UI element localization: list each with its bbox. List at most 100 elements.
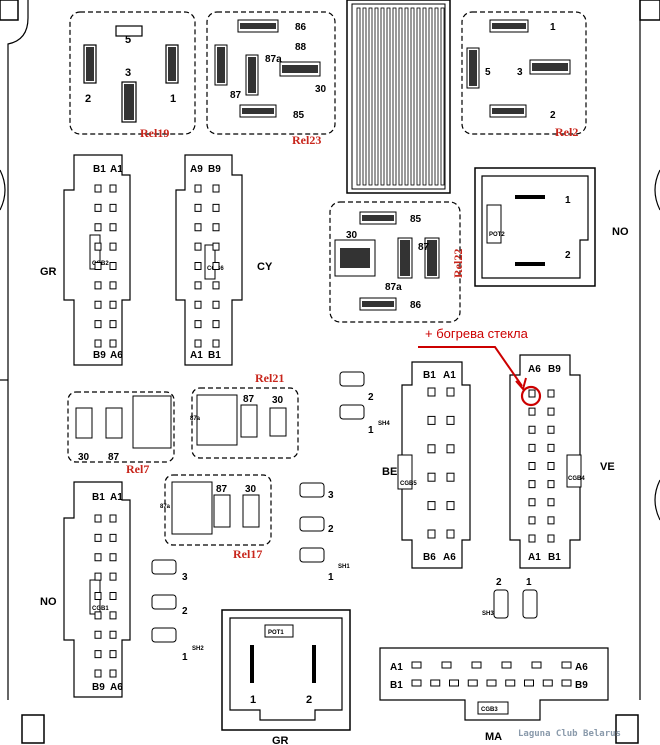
rel21-pin-87a: 87a (190, 416, 201, 422)
gr-pin-a1: A1 (110, 164, 123, 175)
pin-cavity (531, 661, 542, 669)
pin-cavity (411, 661, 422, 669)
rel23-pin-87a: 87a (265, 54, 282, 65)
sh3-name: SH3 (482, 611, 494, 617)
pin-cavity (94, 572, 102, 581)
no-bottom-pin-b9: B9 (92, 682, 105, 693)
pin-cavity (194, 300, 202, 309)
pin-cavity (109, 630, 117, 639)
ma-pin-a1: A1 (390, 662, 403, 673)
pin-cavity (212, 339, 220, 348)
rel22-pin-87: 87 (418, 242, 430, 253)
pin-cavity (561, 661, 572, 669)
relay-rel2: 1 5 3 2 Rel2 (461, 11, 587, 139)
no-top-name: NO (612, 226, 629, 238)
pin-cavity (430, 679, 441, 687)
cy-pin-a9: A9 (190, 164, 203, 175)
pin-cavity (446, 387, 455, 397)
pin-cavity (94, 242, 102, 251)
pin-cavity (94, 592, 102, 600)
gr-pin-a6: A6 (110, 350, 123, 361)
no-bottom-pin-a6: A6 (110, 682, 123, 693)
sh4-pin-2: 2 (368, 392, 374, 403)
pin-cavity (109, 203, 117, 212)
rel2-label: Rel2 (555, 125, 578, 139)
pin-cavity (441, 661, 452, 669)
rel23-pin-85: 85 (293, 110, 305, 121)
be-pin-a1: A1 (443, 370, 456, 381)
pin-cavity (194, 320, 202, 329)
pin-cavity (427, 501, 436, 511)
rel23-pin-88: 88 (295, 42, 307, 53)
connector-cy: A9 B9 A1 B1 CGB6 CY (175, 154, 273, 366)
rel22-pin-85: 85 (410, 214, 422, 225)
sh2-pin-2: 2 (182, 606, 188, 617)
cy-pin-a1: A1 (190, 350, 203, 361)
pin-cavity (109, 669, 117, 678)
pin-cavity (94, 553, 102, 562)
sh3-pin-2: 2 (496, 577, 502, 588)
pin-cavity (446, 529, 455, 539)
cy-name: CY (257, 261, 273, 273)
pin-cavity (212, 320, 220, 329)
rel22-label: Rel22 (451, 249, 465, 278)
pin-cavity (411, 679, 422, 687)
pin-cavity (547, 480, 555, 489)
no-bottom-pin-a1: A1 (110, 492, 123, 503)
pin-cavity (467, 679, 478, 687)
rel22-pin-30: 30 (346, 230, 358, 241)
ve-pin-a6: A6 (528, 364, 541, 375)
ma-code: CGB3 (481, 707, 498, 713)
pin-cavity (94, 611, 102, 620)
shunt-sh4: 2 1 SH4 (339, 371, 390, 436)
pin-cavity (194, 339, 202, 348)
rel21-label: Rel21 (255, 371, 284, 385)
pin-cavity (547, 498, 555, 507)
pin-cavity (212, 223, 220, 232)
pin-cavity (212, 242, 220, 251)
pin-cavity (194, 242, 202, 251)
pin-cavity (94, 320, 102, 329)
connector-ve: A6 B9 A1 B1 CGB4 VE (509, 354, 615, 569)
pin-cavity (212, 281, 220, 290)
rel23-pin-87: 87 (230, 90, 242, 101)
pin-cavity (528, 407, 536, 416)
pin-cavity (109, 320, 117, 329)
pin-cavity (547, 407, 555, 416)
pin-cavity (547, 389, 555, 398)
be-pin-b1: B1 (423, 370, 436, 381)
pin-cavity (486, 679, 497, 687)
pin-cavity (427, 529, 436, 539)
cy-pin-b1: B1 (208, 350, 221, 361)
pin-cavity (528, 443, 536, 452)
sh4-name: SH4 (378, 421, 390, 427)
pin-cavity (471, 661, 482, 669)
pin-cavity (212, 262, 220, 270)
rel19-pin-2: 2 (85, 93, 91, 105)
connector-pin-cavities (94, 184, 572, 687)
sh2-name: SH2 (192, 646, 204, 652)
pin-cavity (109, 592, 117, 600)
pin-cavity (446, 444, 455, 454)
annotation: + богрева стекла (418, 326, 529, 392)
pin-cavity (94, 300, 102, 309)
rel19-pin-5: 5 (125, 34, 131, 46)
pin-cavity (427, 472, 436, 482)
rel2-pin-2: 2 (550, 110, 556, 121)
gr-pin-b9: B9 (93, 350, 106, 361)
relay-rel7: 30 87 Rel7 (67, 391, 175, 476)
relay-rel23: 86 88 87a 87 30 85 Rel23 (206, 11, 336, 147)
pin-cavity (547, 462, 555, 470)
rel23-pin-86: 86 (295, 22, 307, 33)
rel2-pin-3: 3 (517, 67, 523, 78)
rel7-pin-87: 87 (108, 452, 120, 463)
shunt-sh1: 3 2 1 SH1 (299, 482, 350, 583)
sh1-pin-1: 1 (328, 572, 334, 583)
shunt-sh3: 2 1 SH3 (482, 577, 538, 619)
connector-no-top: POT2 1 2 NO (474, 167, 629, 287)
rel21-pin-87: 87 (243, 394, 255, 405)
rel17-pin-30: 30 (245, 484, 257, 495)
ve-code: CGB4 (568, 476, 585, 482)
rel17-label: Rel17 (233, 547, 262, 561)
rel2-pin-1: 1 (550, 22, 556, 33)
